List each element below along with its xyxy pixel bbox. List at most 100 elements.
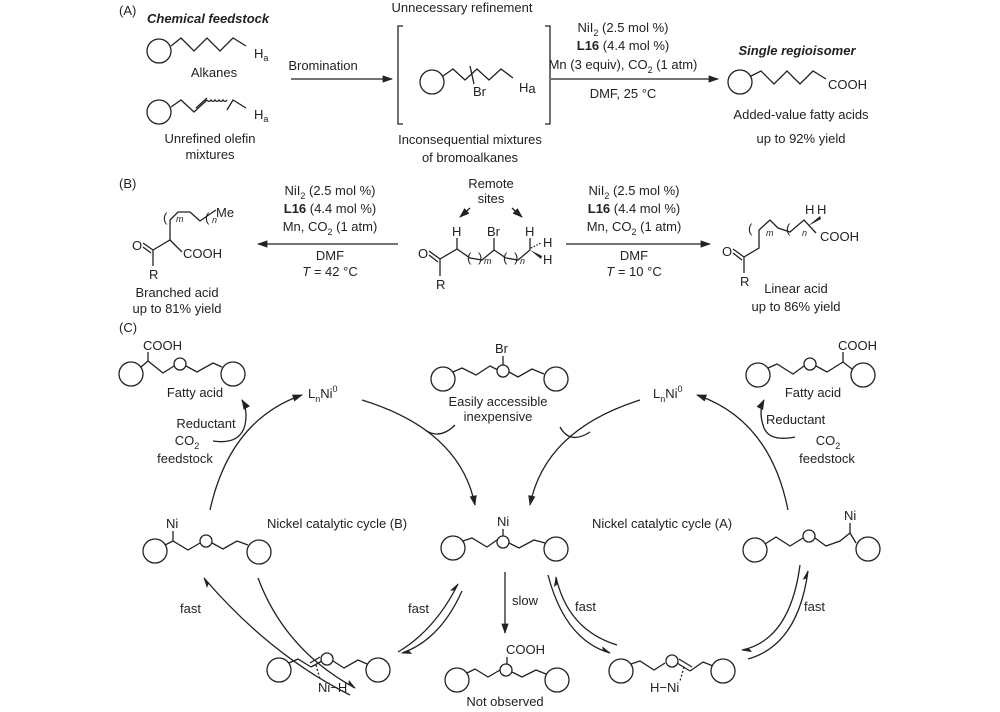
ha-atom: Ha — [254, 46, 268, 63]
svg-text:T = 42 °C: T = 42 °C — [302, 264, 357, 279]
substrate-label-line1: Easily accessible — [449, 394, 548, 409]
product-title: Single regioisomer — [738, 43, 856, 58]
fast-label: fast — [804, 599, 825, 614]
bromide-substrate-c: Br — [430, 341, 569, 392]
cycle-a-label: Nickel catalytic cycle (A) — [592, 516, 732, 531]
svg-text:Ni−H: Ni−H — [318, 680, 347, 695]
branched-acid-structure: O R COOH ( m ( n Me — [132, 205, 234, 282]
ring-icon — [266, 657, 292, 683]
co2-input-arrow-left — [212, 399, 250, 443]
nickel-hydride-right: H−Ni — [608, 654, 736, 695]
fatty-acid-label-right: Fatty acid — [785, 385, 841, 400]
equilibrium-arrow-left-down — [257, 577, 356, 689]
co2-input-arrow-right — [756, 399, 796, 439]
fast-label: fast — [408, 601, 429, 616]
cooh-group: COOH — [828, 77, 867, 92]
ha-atom: Ha — [254, 107, 268, 124]
svg-text:): ) — [478, 250, 482, 265]
branched-product-not-observed: COOH — [444, 642, 570, 693]
svg-text:Br: Br — [487, 224, 501, 239]
svg-text:(: ( — [748, 221, 753, 236]
ring-icon — [430, 366, 456, 392]
svg-text:Ni: Ni — [497, 514, 509, 529]
br-atom: Br — [473, 84, 487, 99]
reductant-label-right: Reductant — [766, 412, 826, 427]
svg-text:DMF, 25 °C: DMF, 25 °C — [590, 86, 657, 101]
branched-label-line1: Branched acid — [135, 285, 218, 300]
panel-b-label: (B) — [119, 176, 136, 191]
svg-text:n: n — [802, 228, 807, 238]
ring-icon — [440, 535, 466, 561]
ring-icon — [608, 658, 634, 684]
remote-sites-line1: Remote — [468, 176, 514, 191]
panel-c-label: (C) — [119, 320, 137, 335]
product-label-line2: up to 92% yield — [757, 131, 846, 146]
olefin-label-line2: mixtures — [185, 147, 235, 162]
equilibrium-arrow-center-left-down — [401, 590, 463, 654]
svg-text:Ni: Ni — [166, 516, 178, 531]
svg-text:(: ( — [786, 221, 791, 236]
svg-text:H: H — [817, 202, 826, 217]
svg-text:NiI2 (2.5 mol %): NiI2 (2.5 mol %) — [285, 183, 376, 201]
olefin-label-line1: Unrefined olefin — [164, 131, 255, 146]
svg-text:R: R — [436, 277, 445, 292]
svg-text:m: m — [484, 256, 492, 266]
linear-label-line2: up to 86% yield — [752, 299, 841, 314]
svg-text:Mn (3 equiv), CO2 (1 atm): Mn (3 equiv), CO2 (1 atm) — [549, 57, 698, 75]
wavy-bond-marker — [469, 65, 475, 85]
svg-text:Br: Br — [495, 341, 509, 356]
ha-atom: Ha — [519, 80, 536, 96]
cycle-b-arc-top-left — [209, 394, 303, 511]
panel-b: (B) O R COOH ( m ( n Me Branched acid up… — [119, 176, 859, 316]
ring-icon — [742, 537, 768, 563]
ring-icon — [727, 69, 753, 95]
product-label-line1: Added-value fatty acids — [733, 107, 869, 122]
hash-bond — [530, 242, 542, 249]
svg-text:NiI2 (2.5 mol %): NiI2 (2.5 mol %) — [589, 183, 680, 201]
svg-text:H: H — [452, 224, 461, 239]
svg-text:): ) — [514, 250, 518, 265]
svg-text:L16 (4.4 mol %): L16 (4.4 mol %) — [284, 201, 376, 216]
equilibrium-arrow-center-left-up — [397, 583, 459, 653]
svg-text:COOH: COOH — [820, 229, 859, 244]
right-bracket — [545, 25, 551, 125]
bromide-substrate: O R H Br H ( ) m ( ) n H H — [418, 224, 552, 292]
equilibrium-arrow-right-up — [747, 569, 809, 660]
cycle-b-arc-top-right — [361, 399, 477, 507]
svg-text:H: H — [543, 252, 552, 267]
feedstock-title: Chemical feedstock — [147, 11, 270, 26]
bromoalkane-structure: Br Ha — [419, 65, 536, 99]
svg-text:(: ( — [205, 210, 210, 225]
ring-icon — [855, 536, 881, 562]
ring-icon — [142, 538, 168, 564]
not-observed-label: Not observed — [466, 694, 543, 709]
alkyl-nickel-left: Ni — [142, 516, 272, 565]
ring-icon — [365, 657, 391, 683]
svg-text:NiI2 (2.5 mol %): NiI2 (2.5 mol %) — [578, 20, 669, 38]
alkane-structure: Ha — [146, 37, 268, 64]
svg-text:m: m — [176, 214, 184, 224]
svg-text:L16 (4.4 mol %): L16 (4.4 mol %) — [577, 38, 669, 53]
bromination-label: Bromination — [288, 58, 357, 73]
svg-text:H: H — [525, 224, 534, 239]
svg-text:DMF: DMF — [620, 248, 648, 263]
fast-label: fast — [575, 599, 596, 614]
feedstock-label-left: feedstock — [157, 451, 213, 466]
cycle-b-label: Nickel catalytic cycle (B) — [267, 516, 407, 531]
co2-label-right: CO2 — [816, 433, 841, 451]
svg-text:L16 (4.4 mol %): L16 (4.4 mol %) — [588, 201, 680, 216]
fatty-acid-label-left: Fatty acid — [167, 385, 223, 400]
left-bracket — [397, 25, 403, 125]
fatty-acid-product: COOH — [727, 69, 867, 95]
svg-text:COOH: COOH — [838, 338, 877, 353]
bracket-top-label: Unnecessary refinement — [392, 0, 533, 15]
svg-text:(: ( — [503, 250, 508, 265]
svg-text:Mn, CO2 (1 atm): Mn, CO2 (1 atm) — [283, 219, 378, 237]
conditions-right: NiI2 (2.5 mol %) L16 (4.4 mol %) Mn, CO2… — [587, 183, 682, 279]
alkanes-label: Alkanes — [191, 65, 238, 80]
alkyl-nickel-center: Ni — [440, 514, 569, 562]
svg-text:R: R — [149, 267, 158, 282]
svg-text:O: O — [722, 244, 732, 259]
svg-text:(: ( — [163, 210, 168, 225]
